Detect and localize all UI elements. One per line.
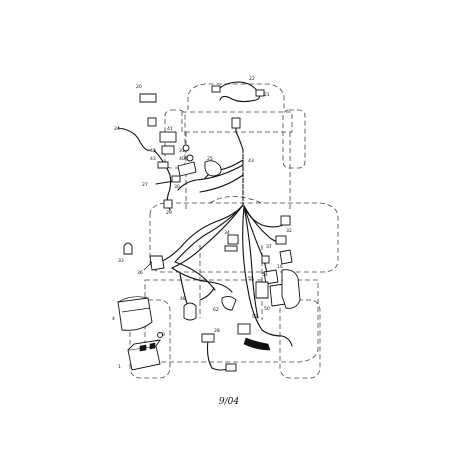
- callout-28: 28: [214, 328, 220, 334]
- callout-16: 16: [277, 264, 283, 270]
- callout-30: 30: [174, 184, 180, 190]
- callout-40: 40: [179, 156, 185, 162]
- callout-55: 55: [248, 276, 254, 282]
- callout-labels: 22 21 20 24 41 42 43 31 40 25 43 27 29 3…: [112, 76, 292, 370]
- battery-tray: [117, 296, 153, 331]
- callout-50: 50: [264, 306, 270, 312]
- callout-54: 54: [262, 272, 268, 278]
- callout-31: 31: [179, 148, 185, 154]
- callout-25: 25: [207, 156, 213, 162]
- callout-32: 32: [286, 228, 292, 234]
- callout-37: 37: [266, 244, 272, 250]
- callout-34: 34: [224, 230, 230, 236]
- callout-43a: 43: [150, 156, 156, 162]
- rear-modules: [237, 269, 301, 351]
- callout-41: 41: [167, 126, 173, 132]
- harness-branches: [159, 121, 289, 331]
- callout-24: 24: [114, 126, 120, 132]
- callout-36: 36: [137, 270, 143, 276]
- callout-29: 29: [166, 210, 172, 216]
- callout-22: 22: [249, 76, 255, 82]
- callout-9: 9: [162, 332, 165, 338]
- callout-27: 27: [142, 182, 148, 188]
- left-connectors: [123, 242, 165, 271]
- headlight-harness: [211, 81, 265, 103]
- callout-4: 4: [112, 316, 115, 322]
- dash-components: [117, 93, 197, 211]
- center-components: [204, 117, 241, 252]
- callout-20: 20: [136, 84, 142, 90]
- seat-switch-components: [183, 287, 237, 372]
- right-connectors: [261, 215, 293, 265]
- callout-33: 33: [118, 258, 124, 264]
- callout-62: 62: [213, 307, 219, 313]
- callout-48: 48: [180, 296, 186, 302]
- callout-21: 21: [264, 92, 270, 98]
- callout-42: 42: [150, 148, 156, 154]
- battery: [127, 332, 163, 371]
- callout-1: 1: [118, 364, 121, 370]
- callout-53: 53: [252, 314, 258, 320]
- callout-43b: 43: [248, 158, 254, 164]
- date-code: 9/04: [219, 397, 239, 407]
